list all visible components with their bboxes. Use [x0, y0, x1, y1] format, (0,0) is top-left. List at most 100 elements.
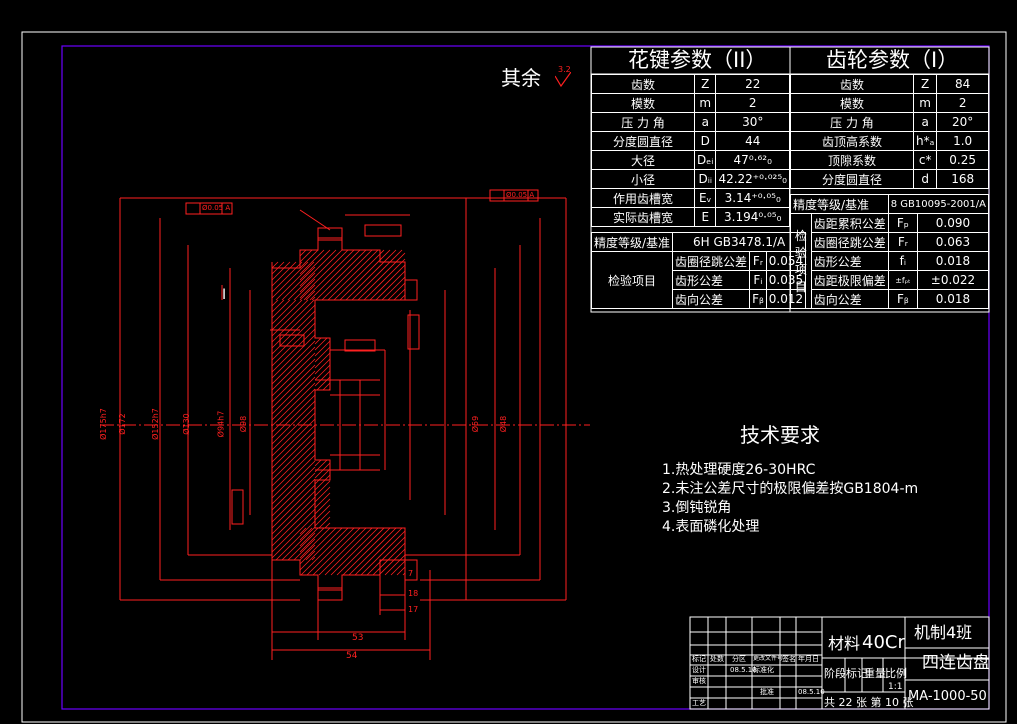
hatch-line [299, 527, 325, 553]
hatch-line [357, 252, 406, 301]
hatch-line [327, 249, 379, 301]
spline-param-val: 42.22⁺⁰·⁰²⁵₀ [715, 169, 790, 189]
gear-check-val: 0.018 [916, 289, 990, 309]
gear-param-sym: m [912, 93, 938, 113]
hatch-line [271, 382, 316, 427]
hatch-line [314, 504, 331, 521]
hatch-line [299, 249, 349, 299]
hatch-line [271, 261, 279, 269]
spline-param-sym: a [694, 112, 717, 132]
hatch-line [339, 249, 391, 301]
gear-param-val: 2 [936, 93, 989, 113]
spline-precision-table: 精度等级/基准 6H GB3478.1/A 检验项目 齿圈径跳公差 Fᵣ 0.0… [590, 232, 807, 309]
gear-check-val: 0.063 [916, 232, 990, 252]
hatch-line [271, 442, 316, 487]
hatch-line [314, 358, 331, 375]
part-name: 四连齿盘 [922, 653, 990, 673]
hatch-line [299, 249, 319, 269]
hatch-line [299, 527, 343, 571]
hatch-line [271, 496, 316, 541]
hatch-line [366, 536, 406, 576]
gear-precision-label: 精度等级/基准 [790, 194, 889, 214]
hatch-line [348, 527, 397, 576]
hatch-line [271, 448, 316, 493]
gear-param-name: 齿数 [790, 74, 914, 94]
hatch-line [387, 282, 406, 301]
spline-param-sym: Dᵢᵢ [694, 169, 717, 189]
gear-precision-value: 8 GB10095-2001/A [887, 194, 990, 214]
roughness-value: 3.2 [558, 65, 571, 74]
hatch-line [271, 514, 316, 559]
hatch-line [271, 328, 316, 373]
hatch-line [271, 376, 316, 421]
spline-check-sym: Fᵦ [749, 289, 767, 309]
gear-check-label: 检验项目 [790, 213, 812, 309]
roughness-note: 其余 [501, 66, 541, 90]
gear-check-name: 齿圈径跳公差 [810, 232, 889, 252]
gear-param-name: 压 力 角 [790, 112, 914, 132]
hatch-line [271, 261, 297, 287]
hatch-line [271, 508, 316, 553]
hatch-line [314, 340, 331, 357]
spline-check-sym: Fᵢ [749, 270, 767, 290]
hatch-line [311, 296, 316, 301]
spline-param-val: 2 [715, 93, 790, 113]
spline-check-label: 检验项目 [590, 251, 674, 309]
gear-param-val: 84 [936, 74, 989, 94]
hatch-line [363, 258, 406, 301]
hatch-line [324, 522, 331, 529]
hatch-line [275, 520, 316, 561]
hatch-line [299, 249, 331, 281]
tb-row-mark: 标记 [692, 655, 706, 663]
gear-param-val: 0.25 [936, 150, 989, 170]
gear-table-title: 齿轮参数（I） [826, 48, 959, 72]
dim-len-7: 7 [408, 569, 414, 578]
dim-len-17: 17 [408, 605, 419, 614]
gear-param-val: 168 [936, 169, 989, 189]
hatch-line [393, 288, 406, 301]
spline-param-val: 3.14⁺⁰·⁰⁵₀ [715, 188, 790, 208]
hatch-line [271, 466, 316, 511]
hatch-line [271, 388, 316, 433]
hatch-line [299, 249, 313, 263]
spline-param-sym: Z [694, 74, 717, 94]
spline-param-val: 22 [715, 74, 790, 94]
spline-param-name: 分度圆直径 [590, 131, 696, 151]
hatch-line [330, 527, 379, 576]
gear-check-sym: ±fₚₜ [887, 270, 918, 290]
check-label: 审核 [692, 677, 706, 685]
hatch-line [336, 527, 385, 576]
hatch-line [314, 462, 331, 479]
hatch-line [299, 249, 343, 293]
hatch-line [316, 376, 331, 391]
spline-param-sym: D [694, 131, 717, 151]
hatch-line [271, 334, 316, 379]
gear-check-name: 齿距累积公差 [810, 213, 889, 233]
design-date: 08.5.10 [730, 666, 757, 674]
hatch-line [271, 261, 285, 275]
gear-param-val: 20° [936, 112, 989, 132]
hatch-line [271, 316, 316, 361]
hatch-line [271, 322, 316, 367]
hatch-line [314, 486, 331, 503]
spline-precision-label: 精度等级/基准 [590, 232, 674, 252]
hatch-line [314, 510, 331, 527]
hatch-line [396, 566, 406, 576]
hatch-line [271, 358, 316, 403]
hatch-line [345, 249, 397, 301]
gear-precision-table: 精度等级/基准 8 GB10095-2001/A 检验项目 齿距累积公差 Fₚ … [790, 194, 990, 309]
hatch-line [314, 337, 322, 345]
spline-param-val: 30° [715, 112, 790, 132]
spline-param-val: 44 [715, 131, 790, 151]
gear-check-val: ±0.022 [916, 270, 990, 290]
tb-row-date: 年月日 [798, 655, 819, 663]
tb-row-zone: 分区 [732, 655, 746, 663]
dim-2: Ø130 [181, 413, 191, 435]
hatch-line [271, 299, 309, 337]
weight-label: 重量 [864, 667, 886, 680]
